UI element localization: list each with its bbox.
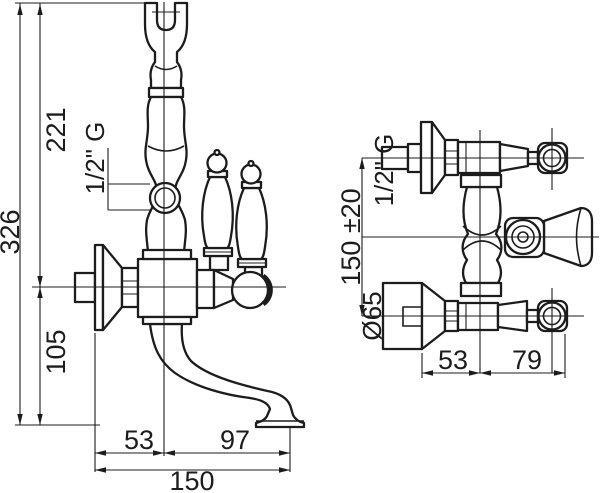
dim-label-105: 105 xyxy=(41,329,71,374)
arrowhead xyxy=(17,4,23,15)
thread-label-side: 1/2" G xyxy=(80,122,110,195)
column-top-flange xyxy=(459,173,503,189)
mixer-column xyxy=(144,95,188,254)
valve-body-side xyxy=(136,248,273,326)
dim-label-53-front: 53 xyxy=(438,345,468,375)
front-view xyxy=(380,120,594,351)
hose-outlet-edge xyxy=(261,273,273,307)
handle-body xyxy=(235,186,268,261)
dim-label-326: 326 xyxy=(0,209,25,254)
arrowhead xyxy=(359,158,365,169)
center-column xyxy=(459,173,503,298)
hex-facets xyxy=(445,310,458,322)
hex-facets xyxy=(122,280,138,295)
arrowhead xyxy=(37,414,43,425)
handshower-fork xyxy=(143,1,189,99)
side-view xyxy=(73,1,306,429)
arrowheads xyxy=(17,4,565,473)
column-arc xyxy=(147,145,185,152)
column-cross-arc-1 xyxy=(462,225,502,236)
handle-finial xyxy=(213,148,221,157)
valve-top-ring xyxy=(141,248,193,261)
arrowhead xyxy=(37,276,43,287)
handle-finial xyxy=(247,159,255,168)
lever-handle-rear xyxy=(235,159,268,282)
dim-label-221: 221 xyxy=(41,107,71,152)
diverter-block xyxy=(195,268,216,310)
arrowhead xyxy=(359,305,365,316)
dim-label-53-side: 53 xyxy=(124,425,154,455)
dim-label-diameter-65: Ø65 xyxy=(357,291,387,340)
column-cross-arc-2 xyxy=(462,240,502,251)
arrowhead xyxy=(554,370,565,376)
handle-ball xyxy=(206,152,228,174)
thread-label-front: 1/2" G xyxy=(369,134,399,207)
fork-collar xyxy=(147,86,185,99)
dim-label-150: 150 xyxy=(169,466,214,493)
side-port-inner xyxy=(154,187,176,209)
arrowhead xyxy=(17,414,23,425)
arrowhead xyxy=(422,370,433,376)
valve-bottom-ring xyxy=(141,315,193,326)
valve-cylinder xyxy=(136,257,199,319)
fork-neck-arc xyxy=(154,65,178,71)
tub-spout xyxy=(148,322,306,429)
lever-handle-front xyxy=(201,148,234,272)
arrowhead xyxy=(279,450,290,456)
arrowhead xyxy=(95,467,106,473)
handle-stem xyxy=(208,254,230,272)
arrowhead xyxy=(164,450,175,456)
fork-outline xyxy=(143,1,189,90)
arrowhead xyxy=(279,467,290,473)
handle-ball xyxy=(240,163,262,185)
column-bottom-flange xyxy=(459,281,503,298)
arrowhead xyxy=(37,4,43,15)
dim-label-150pm20: 150 ±20 xyxy=(336,188,366,285)
dim-label-97: 97 xyxy=(220,425,250,455)
column-vase-outline xyxy=(144,95,188,254)
handle-body xyxy=(201,175,234,250)
dim-label-79: 79 xyxy=(512,345,542,375)
hex-facets xyxy=(445,150,458,165)
arrowhead xyxy=(480,370,491,376)
arrowhead xyxy=(469,370,480,376)
centerlines xyxy=(32,2,599,456)
dimensions: 326 221 105 1/2" G 53 97 150 150 ±20 1/2… xyxy=(0,2,566,493)
spout-curve xyxy=(148,322,306,429)
arrowhead xyxy=(153,450,164,456)
diverter-cone xyxy=(212,268,235,310)
arrowhead xyxy=(95,450,106,456)
arrowhead xyxy=(37,287,43,298)
thread-bracket xyxy=(107,148,152,211)
